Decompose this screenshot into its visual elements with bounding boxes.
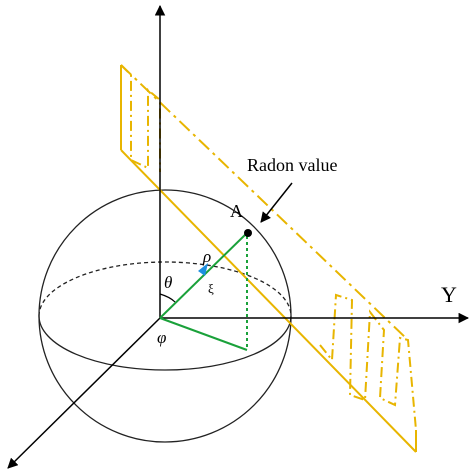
point-geometry: [159, 232, 248, 351]
sphere-equator-back: [38, 261, 292, 317]
plane-top-dashdot-edge: [120, 64, 409, 341]
projection-line: [159, 317, 248, 351]
rho-label: ρ: [202, 247, 211, 266]
theta-label: θ: [164, 273, 172, 292]
sphere: [38, 189, 292, 443]
sphere-equator-front: [38, 315, 292, 371]
theta-angle-arc: [159, 293, 176, 303]
point-a-label: A: [230, 201, 243, 221]
axes: [7, 4, 470, 469]
radon-pointer-arrow: [260, 182, 293, 223]
radon-plane: [120, 64, 417, 453]
plane-left-dashdot-edge: [120, 64, 161, 172]
point-a-dot: [244, 229, 252, 237]
sphere-outline: [38, 189, 292, 443]
plane-right-dashdot-edge: [319, 293, 417, 431]
phi-label: φ: [157, 328, 166, 347]
radon-value-label: Radon value: [247, 155, 337, 175]
unit-vector-arrow: [198, 263, 208, 276]
y-axis-label: Y: [441, 282, 457, 307]
x-axis: [7, 317, 161, 469]
rho-vector: [159, 232, 248, 319]
xi-label: ξ: [208, 281, 214, 296]
plane-bottom-solid-edge: [120, 149, 417, 453]
